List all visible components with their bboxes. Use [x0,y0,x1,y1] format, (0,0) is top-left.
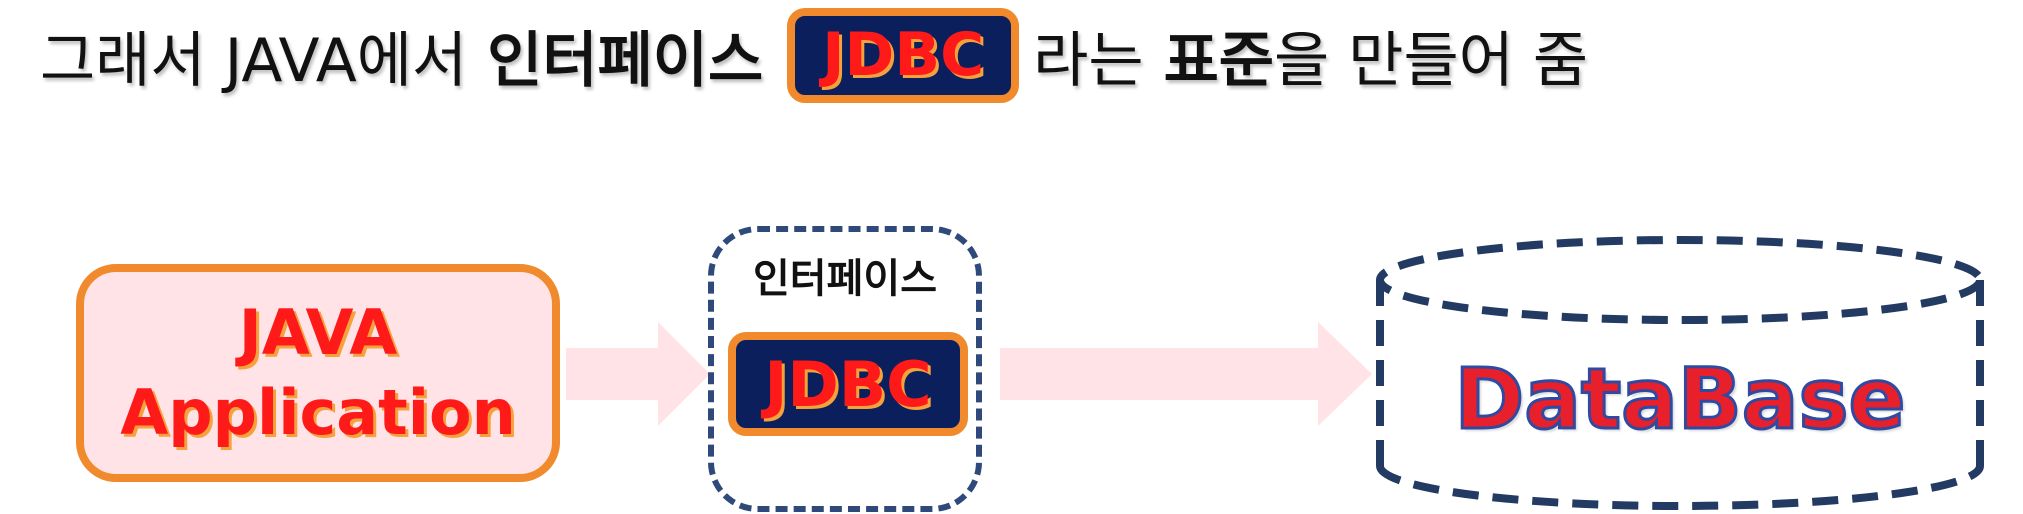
headline-text-intro: 그래서 JAVA에서 [40,25,468,96]
headline-text-called: 라는 [1033,25,1144,96]
java-application-line2: Application [120,376,516,449]
interface-label: 인터페이스 [753,256,937,302]
headline-text-made: 을 만들어 줌 [1273,25,1589,96]
headline: 그래서 JAVA에서 인터페이스 JDBC 라는 표준 을 만들어 줌 [40,0,1588,110]
database-cylinder-icon [1376,236,1984,510]
java-application-box: JAVA Application [76,264,560,482]
jdbc-badge: JDBC [728,332,968,436]
java-application-line1: JAVA [238,296,398,369]
database-label: DataBase [1453,349,1907,450]
interface-group: 인터페이스 [708,226,982,512]
headline-text-standard: 표준 [1163,25,1274,96]
headline-jdbc-badge: JDBC [787,7,1020,103]
headline-text-interface: 인터페이스 [487,25,764,96]
arrow-interface-to-database-icon [1000,322,1372,426]
arrow-app-to-interface-icon [566,322,710,426]
